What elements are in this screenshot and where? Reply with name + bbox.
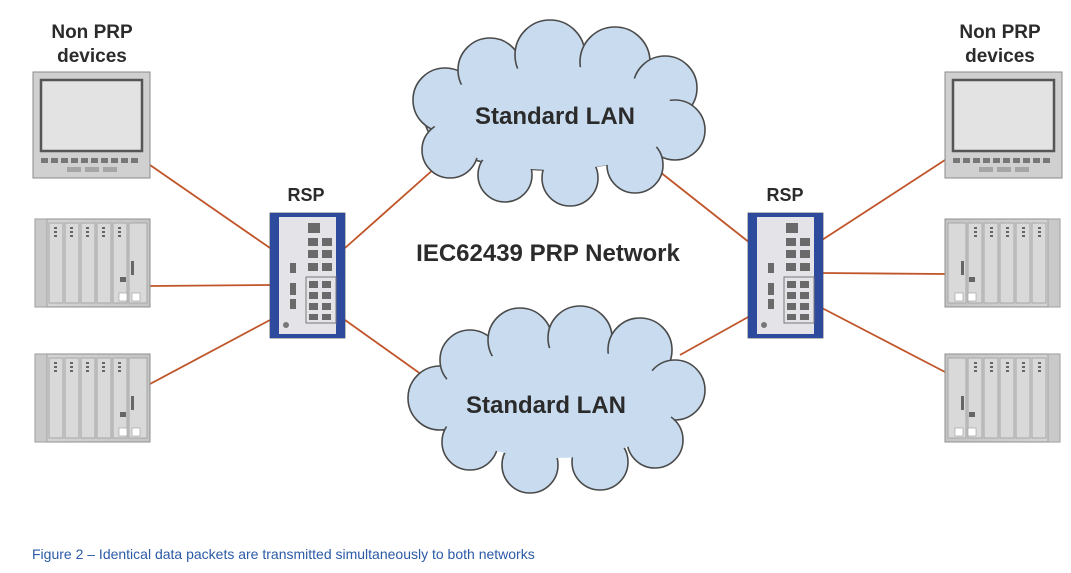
link-lan-bottom-right-rsp: [679, 315, 751, 356]
network-label: IEC62439 PRP Network: [416, 240, 680, 267]
link-right-rsp-rack2: [821, 307, 946, 373]
link-right-rsp-monitor: [821, 159, 946, 241]
right-devices-label-line2: devices: [965, 46, 1035, 67]
right-rack-1: [944, 218, 1061, 308]
link-left-monitor-rsp: [149, 164, 271, 249]
left-rsp-label: RSP: [287, 185, 324, 205]
lan-bottom-label: Standard LAN: [466, 392, 626, 419]
right-rsp-switch: [747, 212, 824, 339]
link-left-rack1-rsp: [149, 284, 271, 287]
link-left-rsp-lan-top: [344, 167, 436, 249]
link-left-rsp-lan-bottom: [344, 319, 433, 383]
left-monitor: [32, 71, 151, 179]
link-lan-top-right-rsp: [654, 167, 751, 244]
lan-top-cloud: Standard LAN: [412, 19, 706, 207]
figure-caption: Figure 2 – Identical data packets are tr…: [32, 546, 535, 562]
left-rack-1: [34, 218, 151, 308]
right-rsp-label: RSP: [766, 185, 803, 205]
lan-bottom-cloud: Standard LAN: [407, 305, 706, 494]
left-devices-label-line1: Non PRP: [51, 22, 133, 43]
right-devices-label-line1: Non PRP: [959, 22, 1041, 43]
left-rack-2: [34, 353, 151, 443]
right-rack-2: [944, 353, 1061, 443]
right-monitor: [944, 71, 1063, 179]
link-right-rsp-rack1: [821, 272, 946, 275]
left-devices-label-line2: devices: [57, 46, 127, 67]
lan-top-label: Standard LAN: [475, 103, 635, 130]
links: [149, 159, 946, 385]
link-left-rack2-rsp: [149, 319, 271, 385]
left-rsp-switch: [269, 212, 346, 339]
